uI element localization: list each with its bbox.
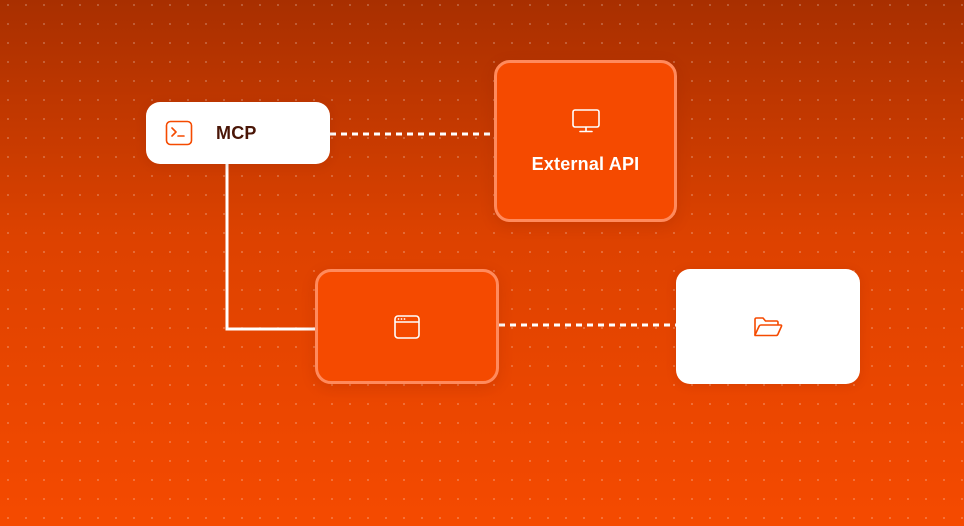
app-node[interactable]	[315, 269, 499, 384]
monitor-icon	[571, 108, 601, 134]
terminal-icon	[165, 120, 193, 146]
files-node[interactable]	[676, 269, 860, 384]
connector-mcp-to-app	[225, 164, 315, 331]
mcp-label: MCP	[216, 122, 257, 143]
browser-window-icon	[393, 314, 421, 340]
mcp-node[interactable]: MCP	[146, 102, 330, 164]
external-api-node[interactable]: External API	[494, 60, 677, 222]
external-api-label: External API	[531, 153, 640, 174]
folder-open-icon	[752, 314, 784, 340]
